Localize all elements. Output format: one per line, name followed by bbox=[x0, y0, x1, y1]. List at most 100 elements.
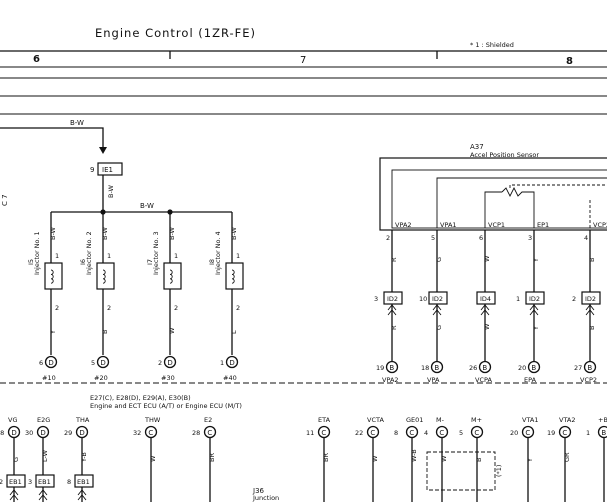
top-feed-wire bbox=[0, 127, 104, 152]
terminal-letter: C bbox=[409, 429, 414, 437]
terminal-circle bbox=[75, 425, 89, 439]
terminal-circle bbox=[366, 425, 380, 439]
ecu-name: Engine and ECT ECU (A/T) or Engine ECU (… bbox=[90, 402, 242, 410]
terminal-circle bbox=[163, 355, 177, 369]
junction-connector bbox=[581, 291, 601, 305]
terminal-letter: C bbox=[321, 429, 326, 437]
ecu-pin-label: VTA2 bbox=[559, 416, 576, 424]
junction-connector bbox=[476, 291, 496, 305]
junction-connector-label: ID2 bbox=[585, 295, 596, 303]
coil-icon bbox=[169, 269, 173, 284]
eb1-label: EB1 bbox=[77, 478, 90, 486]
ecu-wire-color: BR bbox=[208, 453, 216, 462]
injector-id: I5 bbox=[27, 259, 35, 265]
sensor-term-pin: 27 bbox=[574, 364, 582, 372]
terminal-circle bbox=[96, 355, 110, 369]
injector-pin: 2 bbox=[55, 304, 59, 312]
ecu-wire-color: W bbox=[149, 455, 157, 462]
chevron-up-icon bbox=[9, 489, 19, 501]
sensor-wire-color-lower: B bbox=[588, 326, 596, 330]
ie1-connector bbox=[97, 162, 123, 176]
ecu-pin-number: 11 bbox=[306, 429, 314, 437]
top-wire-label: B-W bbox=[70, 119, 84, 127]
sensor-term-pin: 18 bbox=[421, 364, 429, 372]
sensor-term-label: VCPA bbox=[475, 376, 492, 384]
ecu-pin-number: 30 bbox=[25, 429, 33, 437]
ecu-pin-label: GE01 bbox=[406, 416, 423, 424]
terminal-letter: C bbox=[474, 429, 479, 437]
ecu-pin-number: 4 bbox=[424, 429, 428, 437]
terminal-circle bbox=[317, 425, 331, 439]
terminal-letter: D bbox=[229, 359, 234, 367]
terminal-letter: B bbox=[389, 364, 394, 372]
ie1-label: IE1 bbox=[102, 166, 113, 174]
sensor-pin: 3 bbox=[528, 234, 532, 242]
terminal-letter: C bbox=[207, 429, 212, 437]
terminal-circle bbox=[583, 360, 597, 374]
sensor-wire-color: W bbox=[483, 255, 491, 262]
coil-icon bbox=[50, 269, 54, 284]
junction-connector bbox=[525, 291, 545, 305]
column-number: 8 bbox=[566, 56, 573, 67]
sensor-signal: VPA1 bbox=[440, 221, 457, 229]
junction-connector-label: ID2 bbox=[387, 295, 398, 303]
injector-pin: 1 bbox=[236, 252, 240, 260]
injector-wire-bottom: Y bbox=[49, 330, 57, 335]
ecu-pin-label: +B bbox=[598, 416, 607, 424]
terminal-letter: C bbox=[439, 429, 444, 437]
ecu-pin-number: 1 bbox=[586, 429, 590, 437]
ie1-wire-color: B-W bbox=[107, 184, 115, 198]
terminal-circle bbox=[144, 425, 158, 439]
chevron-up-icon bbox=[480, 304, 490, 316]
side-label: C 7 bbox=[1, 194, 9, 206]
sensor-term-label: VPA2 bbox=[382, 376, 399, 384]
terminal-circle bbox=[44, 355, 58, 369]
terminal-circle bbox=[558, 425, 572, 439]
terminal-circle bbox=[203, 425, 217, 439]
injector-number: #20 bbox=[94, 374, 108, 382]
ecu-pin-number: 28 bbox=[192, 429, 200, 437]
junction-connector bbox=[428, 291, 448, 305]
eb1-connector bbox=[74, 474, 94, 488]
chevron-up-icon bbox=[432, 304, 442, 316]
column-number: 6 bbox=[33, 54, 40, 65]
ecu-pin-label: VTA1 bbox=[522, 416, 539, 424]
injector-id: I6 bbox=[79, 259, 87, 265]
ecu-wire-color: W-B bbox=[410, 449, 418, 462]
eb1-pin: 3 bbox=[28, 478, 32, 486]
terminal-circle bbox=[470, 425, 484, 439]
terminal-circle bbox=[225, 355, 239, 369]
sensor-term-label: EPA bbox=[524, 376, 537, 384]
terminal-letter: D bbox=[79, 429, 84, 437]
ecu-pin-label: M- bbox=[436, 416, 445, 424]
ecu-pin-label: E2G bbox=[37, 416, 50, 424]
ecu-pin-number: 28 bbox=[0, 429, 4, 437]
eb1-label: EB1 bbox=[9, 478, 22, 486]
terminal-circle bbox=[430, 360, 444, 374]
terminal-letter: D bbox=[100, 359, 105, 367]
sensor-signal: VPA2 bbox=[395, 221, 412, 229]
junction-connector-pin: 3 bbox=[374, 295, 378, 303]
junction-connector-label: ID4 bbox=[480, 295, 491, 303]
accel-position-sensor-body bbox=[379, 157, 607, 231]
ecu-wire-color: B bbox=[475, 458, 483, 462]
terminal-letter: C bbox=[562, 429, 567, 437]
injector-id: I7 bbox=[146, 259, 154, 265]
chevron-up-icon bbox=[387, 304, 397, 316]
sensor-term-pin: 20 bbox=[518, 364, 526, 372]
terminal-letter: D bbox=[167, 359, 172, 367]
terminal-circle bbox=[435, 425, 449, 439]
terminal-letter: C bbox=[525, 429, 530, 437]
injector-pin: 1 bbox=[55, 252, 59, 260]
eb1-pin: 8 bbox=[67, 478, 71, 486]
sensor-pin: 6 bbox=[479, 234, 483, 242]
sensor-name: Accel Position Sensor bbox=[470, 151, 539, 159]
junction-name: Junction bbox=[252, 494, 279, 502]
injector-wire-top: B-W bbox=[230, 226, 238, 240]
sensor-pin: 4 bbox=[584, 234, 588, 242]
column-number: 7 bbox=[300, 55, 306, 66]
terminal-circle bbox=[405, 425, 419, 439]
junction-connector-pin: 2 bbox=[572, 295, 576, 303]
page-title: Engine Control (1ZR-FE) bbox=[95, 26, 256, 40]
junction-connector-label: ID2 bbox=[432, 295, 443, 303]
